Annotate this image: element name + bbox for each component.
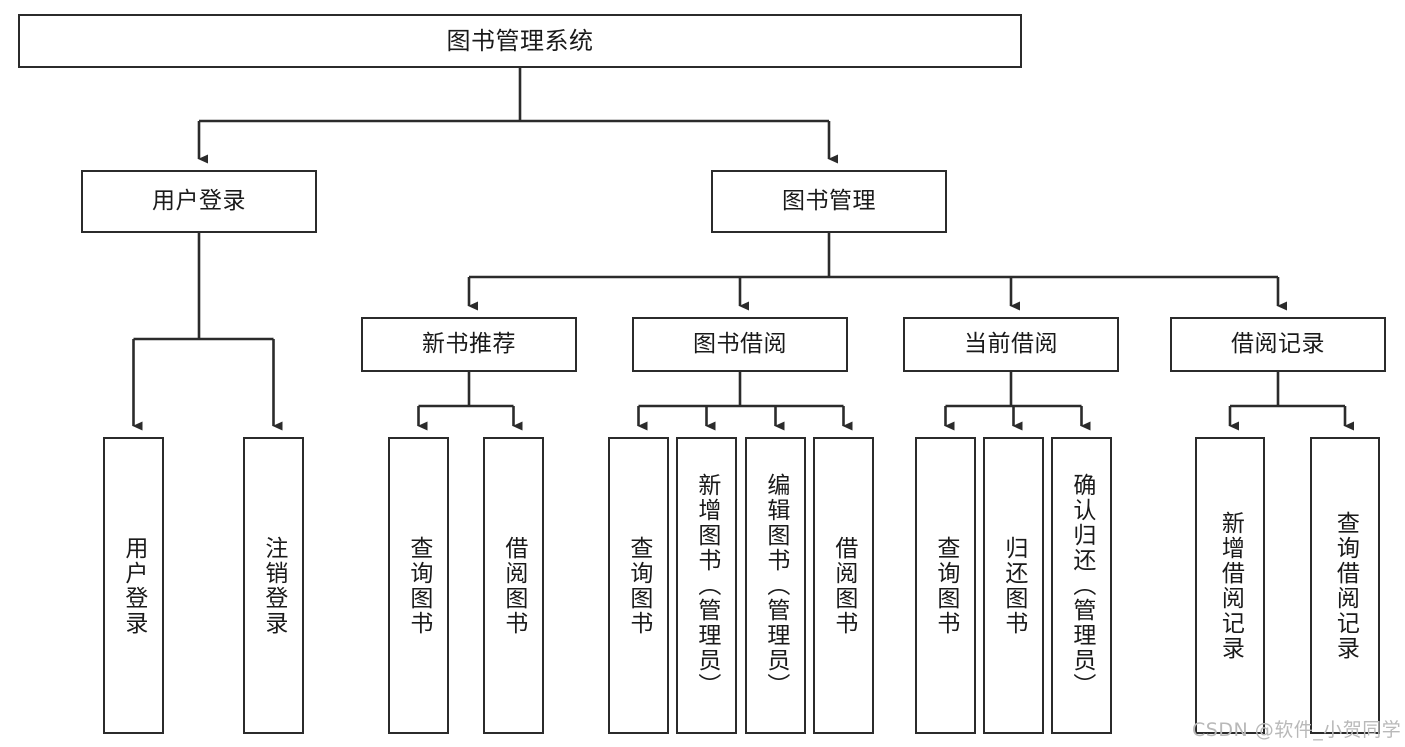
node-label: 确认归还（管理员） [1068,473,1095,698]
node-leaf-query-book-1[interactable]: 查询图书 [388,437,449,734]
node-label: 查询图书 [625,535,652,636]
node-label: 新增图书（管理员） [693,473,720,698]
node-book-borrow[interactable]: 图书借阅 [632,317,848,372]
node-label: 注销登录 [260,535,287,636]
node-leaf-query-record[interactable]: 查询借阅记录 [1310,437,1380,734]
node-leaf-query-book-2[interactable]: 查询图书 [608,437,669,734]
node-leaf-add-record[interactable]: 新增借阅记录 [1195,437,1265,734]
node-leaf-return-book[interactable]: 归还图书 [983,437,1044,734]
node-label: 编辑图书（管理员） [762,473,789,698]
node-label: 归还图书 [1000,535,1027,636]
node-leaf-query-book-3[interactable]: 查询图书 [915,437,976,734]
node-leaf-borrow-book-1[interactable]: 借阅图书 [483,437,544,734]
node-leaf-confirm-return[interactable]: 确认归还（管理员） [1051,437,1112,734]
node-user-login[interactable]: 用户登录 [81,170,317,233]
watermark-label: CSDN @软件_小贺同学 [1192,719,1402,741]
node-label: 用户登录 [120,535,147,636]
node-leaf-add-book[interactable]: 新增图书（管理员） [676,437,737,734]
node-leaf-logout[interactable]: 注销登录 [243,437,304,734]
node-label: 新增借阅记录 [1217,510,1244,661]
node-label: 查询图书 [405,535,432,636]
node-borrow-record[interactable]: 借阅记录 [1170,317,1386,372]
node-new-book-recommend[interactable]: 新书推荐 [361,317,577,372]
node-label: 查询图书 [932,535,959,636]
node-leaf-edit-book[interactable]: 编辑图书（管理员） [745,437,806,734]
node-leaf-borrow-book-2[interactable]: 借阅图书 [813,437,874,734]
node-label: 借阅图书 [830,535,857,636]
node-leaf-user-login[interactable]: 用户登录 [103,437,164,734]
node-label: 查询借阅记录 [1332,510,1359,661]
node-current-borrow[interactable]: 当前借阅 [903,317,1119,372]
node-root[interactable]: 图书管理系统 [18,14,1022,68]
node-book-manage[interactable]: 图书管理 [711,170,947,233]
node-label: 借阅图书 [500,535,527,636]
